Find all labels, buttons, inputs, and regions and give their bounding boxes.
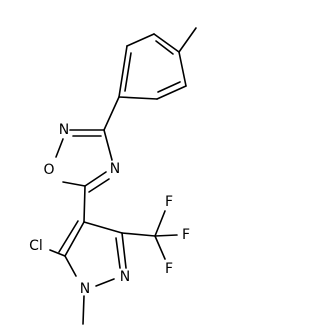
bond — [58, 220, 79, 253]
bond — [157, 81, 181, 93]
structure-canvas: O N N Cl N N F F F — [29, 27, 197, 325]
bond — [118, 96, 158, 100]
pyrazole-ring — [58, 220, 127, 287]
atom-o: O — [43, 162, 54, 178]
bond — [82, 295, 85, 325]
bond — [154, 235, 166, 260]
atom-f: F — [165, 261, 173, 277]
bond — [121, 232, 156, 237]
tolyl-ring — [118, 33, 187, 100]
atom-f: F — [165, 194, 173, 210]
bond — [156, 85, 187, 100]
oxadiazole-ring — [55, 129, 113, 193]
bond — [121, 232, 127, 269]
bond — [126, 33, 155, 47]
bond — [95, 278, 115, 287]
bond — [62, 181, 86, 187]
atom-n: N — [80, 281, 90, 297]
atom-n: N — [120, 269, 130, 285]
atom-f: F — [182, 227, 190, 243]
bond — [154, 234, 178, 237]
methyl-bond — [178, 27, 197, 53]
bond — [88, 178, 110, 193]
bond — [84, 171, 107, 187]
bond — [153, 33, 180, 53]
bond — [154, 210, 166, 237]
bond — [118, 45, 128, 98]
atom-cl: Cl — [29, 238, 43, 254]
bond — [83, 185, 86, 223]
bond — [115, 237, 121, 269]
bond — [124, 52, 132, 92]
bond — [64, 255, 77, 277]
bond — [83, 221, 123, 234]
bond — [103, 129, 113, 161]
bond — [49, 249, 66, 257]
bond — [55, 138, 64, 158]
atom-n: N — [59, 122, 69, 138]
bond — [178, 51, 187, 87]
bond — [64, 221, 85, 257]
atom-n: N — [110, 161, 120, 177]
molecule-diagram: O N N Cl N N F F F — [29, 27, 197, 325]
bond — [103, 96, 120, 131]
bond — [155, 40, 174, 55]
